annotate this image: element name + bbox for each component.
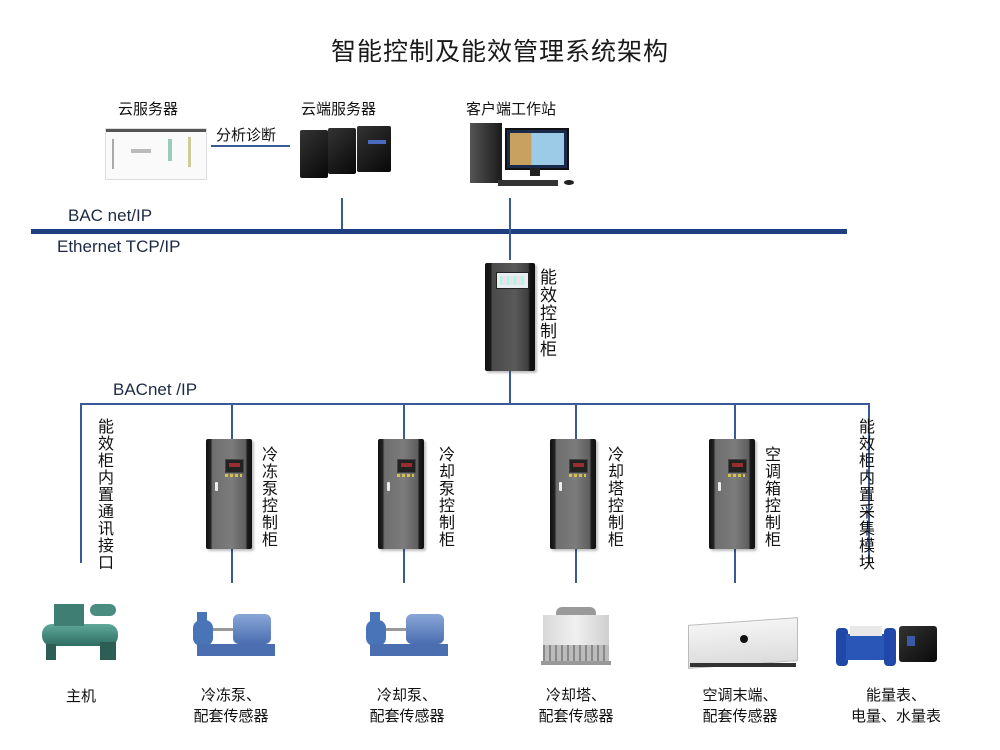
device-label-5-line1: 能量表、: [865, 686, 926, 704]
branch-label-5: 能效柜内置采集模块: [856, 418, 875, 571]
device-label-1-line1: 冷冻泵、: [200, 686, 261, 704]
network-label-bacnet-ip-lower: BACnet /IP: [113, 380, 198, 399]
cooling-water-pump-icon: [366, 610, 451, 665]
device-label-4-line2: 配套传感器: [702, 707, 778, 725]
workstation-link: [509, 198, 511, 260]
chilled-water-pump-icon: [193, 610, 278, 665]
ethernet-bus: [31, 229, 847, 234]
branch-line-5: [868, 403, 870, 563]
cloud-end-server-icon: [300, 126, 392, 178]
workstation-computer-icon: [468, 120, 580, 190]
branch-line-4-bottom: [734, 549, 736, 583]
diagram-title: 智能控制及能效管理系统架构: [330, 37, 669, 66]
device-label-3-line2: 配套传感器: [538, 707, 614, 725]
branch-label-4: 空调箱控制柜: [762, 446, 781, 548]
energy-control-cabinet-icon: [485, 263, 535, 371]
device-label-3: 冷却塔、配套传感器: [506, 685, 646, 727]
branch-line-3-bottom: [575, 549, 577, 583]
chilled-pump-cabinet-icon: [206, 439, 252, 549]
device-label-5-line2: 电量、水量表: [850, 707, 941, 725]
energy-meter-icon: [899, 626, 937, 662]
device-label-0: 主机: [65, 687, 96, 705]
analysis-diagnosis-label: 分析诊断: [216, 126, 277, 144]
device-label-2-line2: 配套传感器: [369, 707, 445, 725]
analysis-link-line: [211, 145, 290, 147]
branch-label-1: 冷冻泵控制柜: [259, 446, 278, 548]
branch-line-3-top: [575, 403, 577, 439]
cloud-server-link: [341, 198, 343, 229]
cloud-server-label: 云服务器: [118, 100, 179, 118]
device-label-2: 冷却泵、配套传感器: [337, 685, 477, 727]
device-label-4-line1: 空调末端、: [702, 686, 778, 704]
branch-line-4-top: [734, 403, 736, 439]
bacnet-bus: [80, 403, 870, 405]
device-label-1-line2: 配套传感器: [193, 707, 269, 725]
device-label-2-line1: 冷却泵、: [376, 686, 437, 704]
air-handler-cabinet-icon: [709, 439, 755, 549]
device-label-4: 空调末端、配套传感器: [670, 685, 810, 727]
cooling-tower-icon: [541, 607, 611, 671]
branch-line-2-bottom: [403, 549, 405, 583]
network-label-ethernet: Ethernet TCP/IP: [57, 237, 181, 256]
branch-line-2-top: [403, 403, 405, 439]
chiller-icon: [40, 600, 122, 662]
device-label-5: 能量表、电量、水量表: [826, 685, 966, 727]
branch-label-3: 冷却塔控制柜: [605, 446, 624, 548]
air-handling-unit-icon: [688, 617, 798, 669]
branch-line-0: [80, 403, 82, 563]
energy-control-cabinet-label: 能效控制柜: [536, 268, 556, 358]
device-label-1: 冷冻泵、配套传感器: [161, 685, 301, 727]
cloud-server-screenshot: [105, 128, 207, 180]
water-meter-icon: [836, 622, 896, 672]
cooling-tower-cabinet-icon: [550, 439, 596, 549]
client-workstation-label: 客户端工作站: [466, 100, 557, 118]
main-cabinet-down-link: [509, 371, 511, 404]
cooling-pump-cabinet-icon: [378, 439, 424, 549]
branch-line-1-top: [231, 403, 233, 439]
branch-line-1-bottom: [231, 549, 233, 583]
branch-label-2: 冷却泵控制柜: [436, 446, 455, 548]
branch-label-0: 能效柜内置通讯接口: [95, 418, 114, 571]
network-label-bacnet-ip-top: BAC net/IP: [68, 206, 153, 225]
device-label-3-line1: 冷却塔、: [545, 686, 606, 704]
cloud-end-server-label: 云端服务器: [301, 100, 377, 118]
